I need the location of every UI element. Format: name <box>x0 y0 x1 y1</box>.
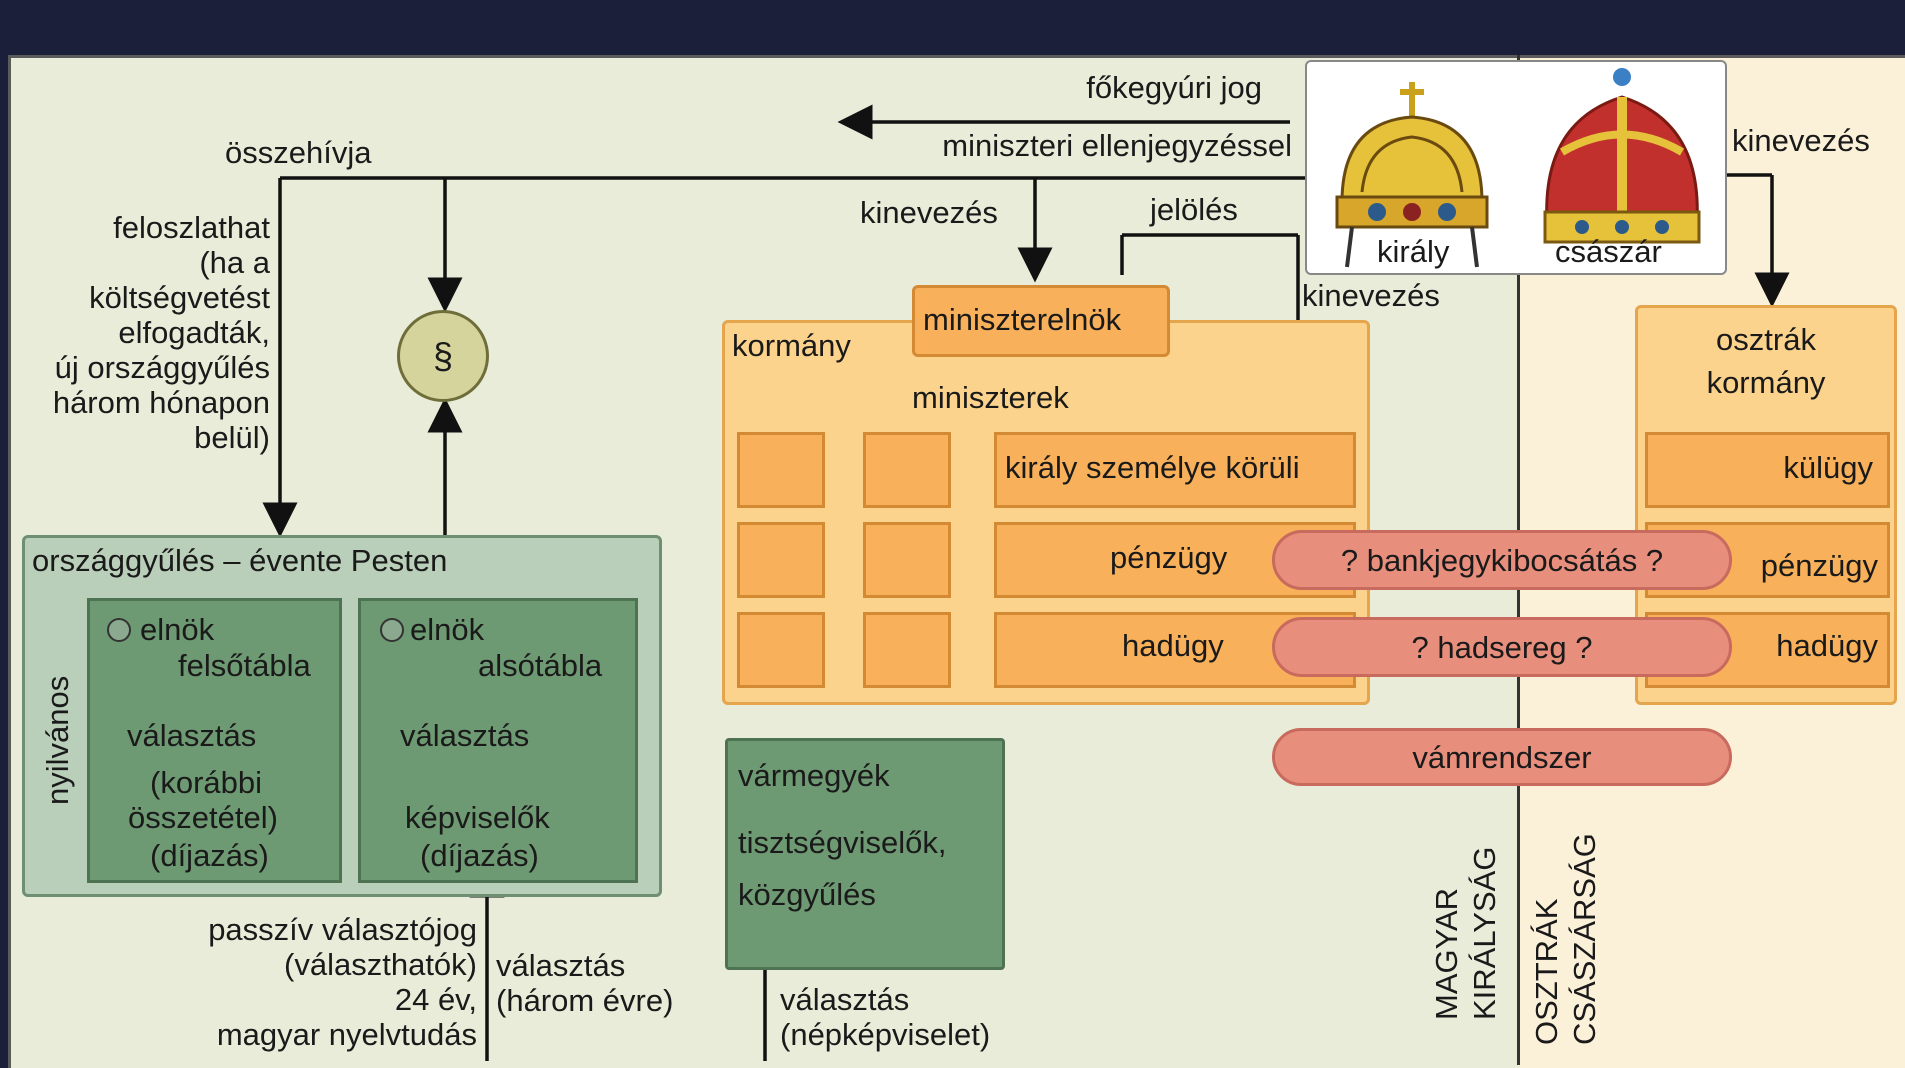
elnok-label-1: elnök <box>140 612 215 647</box>
csaszar-label: császár <box>1555 234 1662 269</box>
kiraly-korul-box <box>994 432 1356 508</box>
vamrendszer-pill <box>1272 728 1732 786</box>
holy-crown-icon <box>1335 82 1489 268</box>
varmegyek-line1: tisztségviselők, <box>738 825 947 860</box>
fokegyuri-label: főkegyúri jog <box>1086 70 1262 105</box>
miniszterelnok-label: miniszterelnök <box>923 302 1122 337</box>
miniszterek-label: miniszterek <box>912 380 1069 415</box>
osszehivja-label: összehívja <box>225 135 372 170</box>
dijazas-label-2: (díjazás) <box>420 838 539 873</box>
osszetetel-label: összetétel) <box>128 800 278 835</box>
valasztas-nep-block: választás (népképviselet) <box>780 982 991 1052</box>
magyar-kiralysag-label: MAGYAR KIRÁLYSÁG <box>1429 846 1502 1020</box>
minister-box <box>737 522 825 598</box>
miniszteri-label: miniszteri ellenjegyzéssel <box>942 128 1292 163</box>
crowns-panel: király császár <box>1305 60 1727 275</box>
dijazas-label-1: (díjazás) <box>150 838 269 873</box>
kiraly-label: király <box>1377 234 1450 269</box>
felsotabla-label: felsőtábla <box>178 648 311 683</box>
minister-box <box>737 432 825 508</box>
bankjegy-label: ? bankjegykibocsátás ? <box>1340 543 1664 578</box>
osztrak-penzugy-label: pénzügy <box>1760 548 1878 583</box>
osztrak-title-1: osztrák <box>1716 322 1816 357</box>
minister-box <box>863 522 951 598</box>
alsotabla-label: alsótábla <box>478 648 603 683</box>
vamrendszer-label: vámrendszer <box>1412 740 1592 775</box>
kinevezes-label-2: kinevezés <box>1302 278 1440 313</box>
alsotabla-box <box>358 598 638 883</box>
hadugy-label: hadügy <box>1122 628 1224 663</box>
varmegyek-title: vármegyék <box>738 758 890 793</box>
valasztas-label-1: választás <box>127 718 257 753</box>
varmegyek-line2: közgyűlés <box>738 877 876 912</box>
minister-box <box>863 612 951 688</box>
minister-box <box>863 432 951 508</box>
osztrak-title-2: kormány <box>1706 365 1826 400</box>
nyilvanos-label: nyilvános <box>40 675 75 805</box>
kiraly-korul-label: király személye körüli <box>1005 450 1300 485</box>
minister-box <box>737 612 825 688</box>
elnok-marker-icon <box>380 618 404 642</box>
penzugy-label: pénzügy <box>1110 540 1228 575</box>
felsotabla-box <box>87 598 342 883</box>
valasztas-harom-block: választás (három évre) <box>496 948 674 1018</box>
bankjegy-pill <box>1272 530 1732 590</box>
varmegyek-box <box>725 738 1005 970</box>
jeloles-label: jelölés <box>1150 192 1238 227</box>
hadsereg-label: ? hadsereg ? <box>1411 630 1593 665</box>
korabbi-label: (korábbi <box>150 765 262 800</box>
hadsereg-pill <box>1272 617 1732 677</box>
kulugy-label: külügy <box>1783 450 1873 485</box>
kulugy-box <box>1645 432 1890 508</box>
miniszterelnok-box <box>912 285 1170 357</box>
osztrak-csaszarsag-label: OSZTRÁK CSÁSZÁRSÁG <box>1529 833 1602 1045</box>
elnok-marker-icon <box>107 618 131 642</box>
kepviselok-label: képviselők <box>405 800 550 835</box>
orszaggyules-title: országgyűlés – évente Pesten <box>32 543 448 578</box>
passziv-block: passzív választójog (választhatók) 24 év… <box>208 912 477 1052</box>
law-paragraph-icon: § <box>397 310 489 402</box>
valasztas-label-2: választás <box>400 718 530 753</box>
imperial-crown-icon <box>1543 68 1701 244</box>
kinevezes-label-3: kinevezés <box>1732 123 1870 158</box>
kormany-title: kormány <box>732 328 851 363</box>
feloszlathat-block: feloszlathat (ha a költségvetést elfogad… <box>52 210 270 455</box>
kinevezes-label-1: kinevezés <box>860 195 998 230</box>
elnok-label-2: elnök <box>410 612 485 647</box>
osztrak-hadugy-label: hadügy <box>1776 628 1878 663</box>
